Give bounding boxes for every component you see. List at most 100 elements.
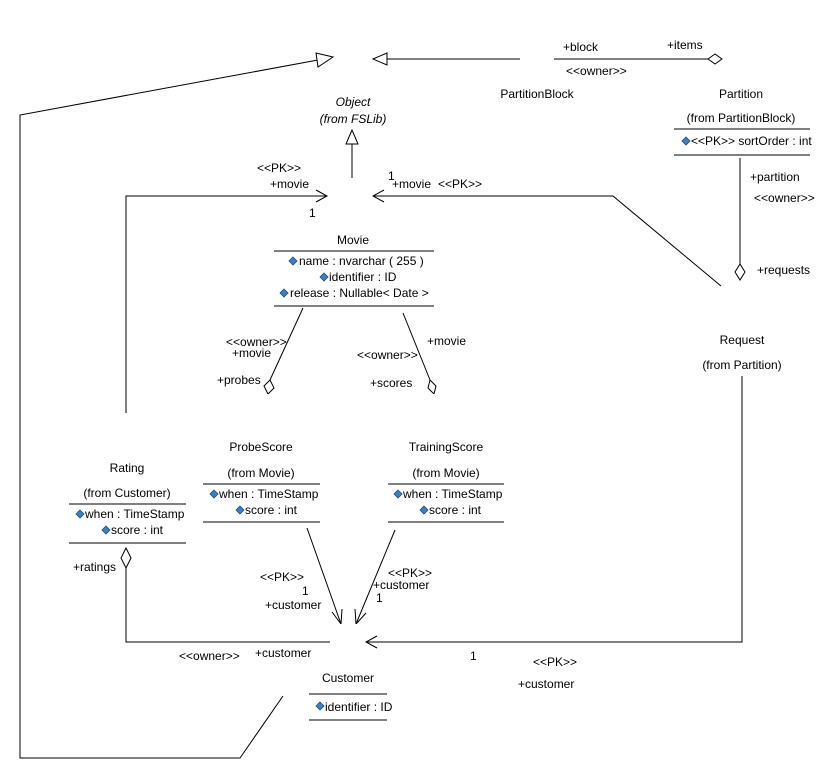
stereotype-label: <<owner>> — [179, 649, 240, 663]
partition-from: (from PartitionBlock) — [687, 111, 796, 125]
stereotype-label: <<PK>> — [260, 570, 304, 584]
movie-attr-0: name : nvarchar ( 255 ) — [299, 254, 424, 268]
rating-class-icon[interactable] — [110, 414, 144, 448]
generalization-arrowhead — [371, 52, 388, 66]
role-label: +requests — [757, 263, 810, 277]
generalization-arrowhead — [315, 52, 335, 68]
role-label: +items — [667, 38, 703, 52]
attribute-icon — [315, 701, 325, 711]
request-class: Request (from Partition) — [702, 333, 781, 372]
customer-class: Customer identifier : ID — [309, 671, 393, 721]
role-label: +ratings — [73, 560, 116, 574]
role-label: +customer — [518, 677, 574, 691]
multiplicity-label: 1 — [376, 591, 383, 605]
aggregation-diamond — [734, 263, 746, 281]
aggregation-diamond — [707, 53, 723, 65]
request-name: Request — [720, 333, 765, 347]
stereotype-label: <<owner>> — [226, 335, 287, 349]
customer-class-icon[interactable] — [330, 624, 364, 658]
role-label: +customer — [373, 578, 429, 592]
attribute-icon — [319, 272, 329, 282]
probescore-class-icon[interactable] — [243, 394, 277, 428]
request-class-icon[interactable] — [724, 286, 758, 320]
trainingscore-attr-1: score : int — [429, 503, 482, 517]
stereotype-label: <<owner>> — [566, 64, 627, 78]
object-name: Object — [336, 95, 371, 109]
class-icons — [110, 41, 758, 658]
markers — [120, 52, 746, 649]
aggregation-diamond — [120, 546, 132, 570]
navigability-arrow — [315, 189, 329, 203]
attribute-icon — [235, 505, 245, 515]
partition-attr-0: <<PK>> sortOrder : int — [691, 134, 812, 148]
connectors — [19, 58, 743, 759]
object-from: (from FSLib) — [320, 112, 387, 126]
object-class-icon[interactable] — [335, 41, 369, 75]
role-label: +probes — [217, 373, 261, 387]
aggregation-diamond — [263, 379, 275, 395]
trainingscore-attr-0: when : TimeStamp — [402, 487, 503, 501]
attribute-icon — [288, 256, 298, 266]
multiplicity-label: 1 — [309, 206, 316, 220]
generalization-arrowhead — [345, 128, 359, 145]
relationship-labels: +block +items <<owner>> <<PK>> +movie 1 … — [73, 38, 815, 691]
movie-name: Movie — [337, 233, 369, 247]
probescore-class: ProbeScore (from Movie) when : TimeStamp… — [203, 440, 320, 523]
multiplicity-label: 1 — [302, 584, 309, 598]
association-movie-rating — [125, 195, 327, 413]
movie-class: Movie name : nvarchar ( 255 ) identifier… — [274, 233, 434, 307]
probescore-from: (from Movie) — [227, 466, 294, 480]
stereotype-label: <<owner>> — [754, 191, 815, 205]
stereotype-label: <<PK>> — [438, 177, 482, 191]
probescore-attr-1: score : int — [245, 503, 298, 517]
attribute-icon — [279, 288, 289, 298]
rating-attr-1: score : int — [111, 523, 164, 537]
role-label: +customer — [265, 598, 321, 612]
multiplicity-label: 1 — [388, 169, 395, 183]
object-class: Object (from FSLib) — [320, 95, 387, 126]
navigability-arrow — [371, 189, 385, 203]
movie-attr-1: identifier : ID — [329, 270, 397, 284]
attribute-icon — [209, 489, 219, 499]
trainingscore-name: TrainingScore — [409, 440, 484, 454]
customer-attr-0: identifier : ID — [325, 700, 393, 714]
customer-name: Customer — [322, 671, 374, 685]
rating-name: Rating — [110, 461, 145, 475]
association-movie-probe — [269, 307, 304, 381]
partition-class-icon[interactable] — [724, 41, 758, 75]
stereotype-label: <<PK>> — [257, 161, 301, 175]
association-rating-customer — [125, 568, 330, 643]
stereotype-label: <<owner>> — [357, 348, 418, 362]
stereotype-label: <<PK>> — [533, 655, 577, 669]
association-movie-training — [402, 312, 431, 381]
partition-name: Partition — [719, 87, 763, 101]
attribute-icon — [393, 489, 403, 499]
stereotype-label: <<PK>> — [388, 566, 432, 580]
navigability-arrow — [364, 635, 378, 649]
movie-attr-2: release : Nullable< Date > — [290, 286, 429, 300]
generalization-customer-object — [19, 59, 319, 759]
partitionblock-class-icon[interactable] — [520, 41, 554, 75]
role-label: +block — [563, 40, 599, 54]
role-label: +movie — [270, 177, 309, 191]
trainingscore-class: TrainingScore (from Movie) when : TimeSt… — [388, 440, 504, 523]
association-probe-customer — [306, 527, 342, 625]
attribute-icon — [101, 525, 111, 535]
partition-class: Partition (from PartitionBlock) <<PK>> s… — [674, 87, 812, 156]
association-request-customer — [366, 376, 743, 643]
attribute-icon — [681, 136, 691, 146]
probescore-name: ProbeScore — [229, 440, 293, 454]
association-movie-request — [373, 195, 722, 287]
role-label: +movie — [392, 177, 431, 191]
movie-class-icon[interactable] — [335, 178, 369, 212]
role-label: +movie — [427, 334, 466, 348]
trainingscore-from: (from Movie) — [412, 466, 479, 480]
probescore-attr-0: when : TimeStamp — [218, 487, 319, 501]
attribute-icon — [75, 509, 85, 519]
role-label: +partition — [750, 170, 800, 184]
rating-attr-0: when : TimeStamp — [84, 507, 185, 521]
partitionblock-name: PartitionBlock — [500, 87, 574, 101]
trainingscore-class-icon[interactable] — [428, 394, 462, 428]
multiplicity-label: 1 — [470, 649, 477, 663]
